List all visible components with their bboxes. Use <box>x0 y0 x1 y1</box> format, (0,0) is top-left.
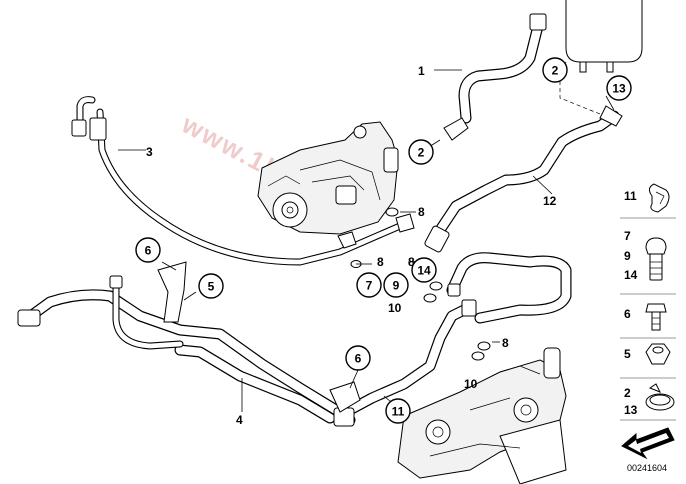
callout-4: 4 <box>236 413 243 427</box>
callout-1: 1 <box>418 64 425 78</box>
callout-circle-6a: 6 <box>135 237 161 263</box>
callout-8-c: 8 <box>408 255 415 269</box>
legend-label-2: 2 <box>624 386 631 400</box>
legend-panel: 11 7 9 14 6 5 2 1 <box>620 183 676 473</box>
hose-bracket <box>157 261 361 413</box>
hex-bolt-icon <box>645 303 667 331</box>
legend-label-9: 9 <box>624 249 631 263</box>
legend-label-5: 5 <box>624 347 631 361</box>
callout-2-a: 2 <box>552 64 559 78</box>
hose-3 <box>71 96 415 266</box>
hose-1 <box>443 13 547 141</box>
legend-label-14: 14 <box>624 268 638 282</box>
callout-circle-11: 11 <box>385 398 411 424</box>
legend-label-11: 11 <box>624 189 637 203</box>
callout-2-b: 2 <box>418 146 425 160</box>
callout-circle-5: 5 <box>198 273 224 299</box>
callout-circle-14: 14 <box>411 257 437 283</box>
callout-5: 5 <box>208 280 215 294</box>
direction-arrow-icon <box>621 427 675 460</box>
callout-8-b: 8 <box>377 255 384 269</box>
hose-12 <box>424 105 623 253</box>
legend-label-7: 7 <box>624 229 631 243</box>
legend-label-13: 13 <box>624 403 638 417</box>
hose-clip-icon <box>648 183 670 213</box>
callout-circle-13: 13 <box>606 75 632 101</box>
callout-11: 11 <box>392 405 405 419</box>
hose-clamp-icon <box>645 383 675 411</box>
steering-pump <box>257 121 399 235</box>
callout-circle-6b: 6 <box>345 345 371 371</box>
callout-9: 9 <box>393 279 400 293</box>
callout-6-b: 6 <box>355 352 362 366</box>
banjo-bolt-icon <box>645 237 667 281</box>
callout-7: 7 <box>366 279 373 293</box>
callout-10-a: 10 <box>388 301 402 315</box>
callout-circle-2a: 2 <box>542 57 568 83</box>
legend-label-6: 6 <box>624 307 631 321</box>
callout-8-a: 8 <box>418 205 425 219</box>
callout-6-a: 6 <box>145 244 152 258</box>
callout-8-d: 8 <box>502 336 509 350</box>
hex-nut-icon <box>645 343 671 365</box>
callout-circle-9: 9 <box>383 272 409 298</box>
diagram-id: 00241604 <box>627 463 667 473</box>
steering-gear <box>397 347 567 484</box>
callout-14: 14 <box>417 264 431 278</box>
callout-13: 13 <box>612 82 626 96</box>
callout-circle-2b: 2 <box>408 139 434 165</box>
callout-10-b: 10 <box>464 377 478 391</box>
reservoir <box>559 0 643 121</box>
callout-circle-7: 7 <box>356 272 382 298</box>
callout-12: 12 <box>543 194 557 208</box>
callout-3: 3 <box>146 145 153 159</box>
hose-4 <box>17 252 572 427</box>
